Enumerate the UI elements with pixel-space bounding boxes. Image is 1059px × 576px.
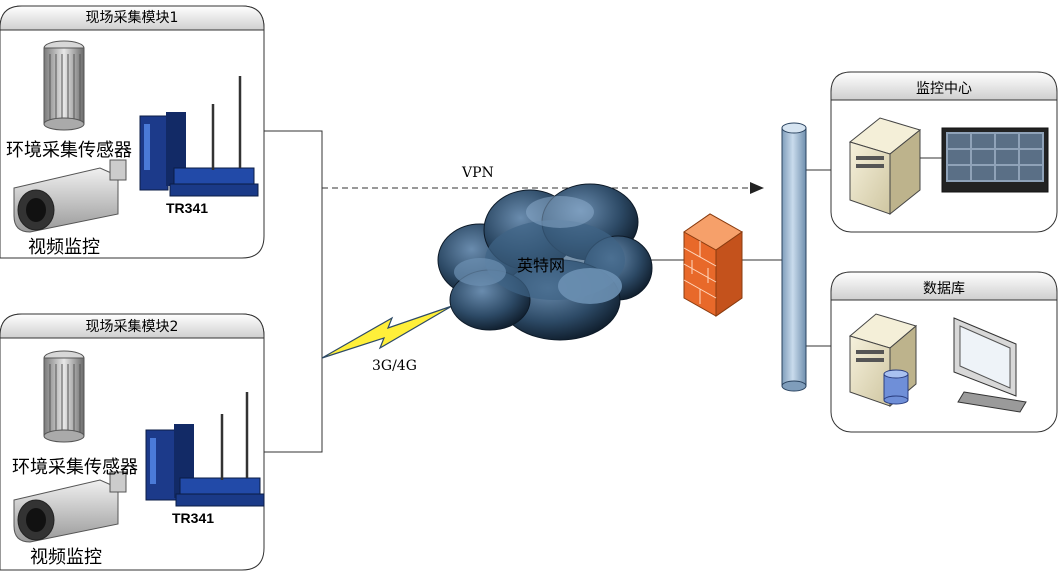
- camera-icon: [13, 471, 127, 543]
- vpn-label: VPN: [462, 165, 494, 181]
- cloud-icon: [437, 183, 653, 341]
- module-1-camera-label: 视频监控: [28, 237, 100, 258]
- connection-lines: [264, 130, 831, 453]
- vpn-arrow: [322, 182, 764, 194]
- database-server-icon: [848, 313, 918, 408]
- lightning-icon: [321, 305, 453, 359]
- sensor-icon: [43, 350, 85, 443]
- module-2-sensor-label: 环境采集传感器: [12, 457, 138, 478]
- monitor-icon: [953, 317, 1027, 413]
- video-wall-icon: [920, 127, 1049, 193]
- module-2-device-label: TR341: [172, 510, 215, 526]
- module-2-devices: [13, 350, 265, 543]
- router-icon: [145, 392, 265, 507]
- sensor-icon: [43, 40, 85, 131]
- firewall-icon: [683, 213, 743, 317]
- monitor-center-title: 监控中心: [916, 81, 972, 97]
- module-1-sensor-label: 环境采集传感器: [6, 140, 132, 161]
- module-2-title: 现场采集模块2: [85, 319, 179, 335]
- cloud-label: 英特网: [517, 256, 566, 275]
- module-1-devices: [13, 40, 259, 233]
- network-bus: [781, 122, 807, 392]
- module-2-camera-label: 视频监控: [30, 547, 102, 568]
- router-icon: [139, 76, 259, 197]
- server-icon: [848, 117, 922, 216]
- network-label: 3G/4G: [372, 358, 417, 374]
- module-1-title: 现场采集模块1: [85, 10, 179, 26]
- database-title: 数据库: [923, 281, 965, 297]
- camera-icon: [13, 159, 127, 233]
- module-1-device-label: TR341: [166, 200, 209, 216]
